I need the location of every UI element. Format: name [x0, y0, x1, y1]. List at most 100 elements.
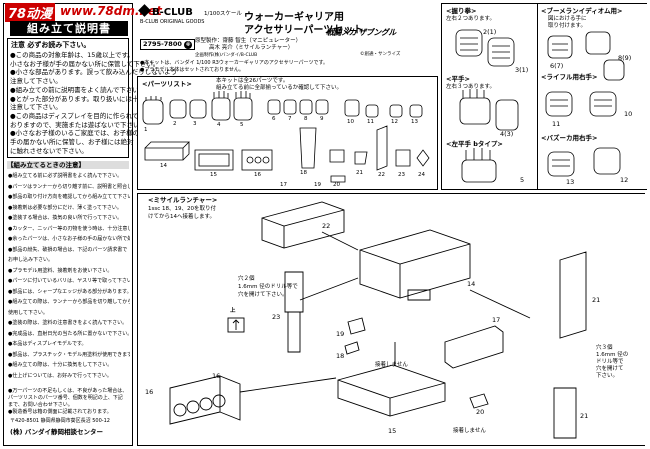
part-number: 24 [418, 172, 425, 178]
flat-sub: 左右３つあります。 [446, 84, 495, 90]
copyright: ©創通・サンライズ [360, 52, 401, 57]
part-number: 15 [210, 172, 217, 178]
caution-line: 注意して下さい。 [10, 103, 62, 112]
part-number: 16 [254, 172, 261, 178]
code-badge: ※ [184, 41, 193, 49]
part-number: 4 [217, 122, 221, 128]
warning-line: ●部品は、プラスチック・モデル用塗料が使用できます。 [8, 351, 130, 358]
watermark-logo: 78动漫 [5, 3, 56, 22]
fist-heading: <握り拳> [446, 7, 477, 15]
missile-frame [137, 193, 645, 446]
series-logo: 戦闘メカ ザブングル [326, 28, 396, 37]
missile-part-21: 21 [592, 296, 601, 304]
warning-line: ●余ったパーツは、小さなお子様の手の届かない所で処分して下さい。 [8, 236, 130, 242]
part-number: 23 [398, 172, 405, 178]
rifle-label: 10 [624, 110, 633, 118]
part-number: 10 [347, 119, 354, 125]
missile-part-16b: 16 [145, 388, 154, 396]
warning-line: ●塗装の際は、塗料の注意書きをよく読んで下さい。 [8, 320, 128, 326]
brand-sub: B-CLUB ORIGINAL GOODS [140, 19, 205, 25]
missile-part-22: 22 [322, 222, 331, 230]
credits-3: 企画制作(株)バンダイ/B-CLUB [195, 53, 258, 58]
boomerang-label: 8(9) [618, 54, 632, 62]
caution-line: ●組み立ての前に説明書をよく読んで下さい。 [10, 85, 146, 94]
warning-line: ●部品の紛失、破損の場合は、下記のパーツ請求書で [8, 246, 128, 253]
part-number: 1 [144, 127, 148, 133]
caution-list: ●この商品の対象年齢は、15歳以上です。小さなお子様が手の届かない所に保管して下… [10, 51, 178, 155]
warning-line: ●仕上げについては、お好みで行って下さい。 [8, 372, 112, 379]
warning-line: ●接着剤は必要な部分にだけ、薄く塗って下さい。 [8, 204, 122, 211]
part-number: 6 [272, 116, 276, 122]
part-number: 14 [160, 163, 167, 169]
caution-line: ●とがった部分があります。取り扱いには十分 [10, 94, 146, 103]
boomerang-sub-2: 取り付けます。 [548, 23, 586, 29]
part-number: 9 [320, 116, 324, 122]
hole-note-1: 穴２個 [238, 276, 255, 282]
parts-list-note-1: 本キットは全26パーツです。 [216, 78, 289, 84]
fist-sub: 左右２つあります。 [446, 16, 495, 22]
part-number: 19 [314, 182, 321, 188]
fist-label: 3(1) [515, 66, 529, 74]
part-number: 18 [300, 170, 307, 176]
warning-list: ●組み立てる前に必ず説明書をよく読んで下さい。 ●パーツはランナーから切り離す前に… [8, 171, 130, 381]
brand-logo: B-CLUB [138, 4, 193, 18]
boomerang-label: 6(7) [550, 62, 564, 70]
warning-line: ●組み立てる前に必ず説明書をよく読んで下さい。 [8, 173, 123, 179]
warning-line: ●本品はディスプレイモデルです。 [8, 341, 87, 347]
part-number: 22 [378, 172, 385, 178]
warning-line: お申し込み下さい。 [8, 257, 54, 263]
warning-heading: 【組み立てるときの注意】 [7, 161, 129, 169]
open-hand-heading: <左平手 bタイプ> [446, 140, 503, 148]
no-glue-label-1: 接着しません [375, 362, 408, 368]
part-number: 2 [173, 121, 177, 127]
parts-list-heading: <パーツリスト> [142, 80, 192, 88]
address-postal: 〒420-8501 静岡県静岡市葵区長沼 500-12 [10, 418, 110, 424]
bclub-emblem-icon [138, 4, 151, 17]
missile-part-23: 23 [272, 313, 281, 321]
bazooka-heading: <バズーカ用右手> [541, 134, 598, 142]
caution-line: ●小さな部品があります。誤って飲み込んだりしないよう [10, 68, 178, 77]
rifle-heading: <ライフル用右手> [541, 73, 598, 81]
part-number: 11 [367, 119, 374, 125]
missile-part-20: 20 [476, 408, 485, 416]
part-number: 21 [356, 170, 363, 176]
missile-part-21b: 21 [580, 412, 589, 420]
up-label: 上 [230, 308, 236, 314]
product-title-2: アクセサリーパーツセット [244, 25, 364, 36]
note-2: ●プラモデル本体はセットされておりません。 [140, 67, 244, 73]
caution-line: ●この商品はディスプレイを目的に作られて [10, 111, 139, 120]
bazooka-label: 13 [566, 178, 575, 186]
warning-line: ●組み立ての際は、十分に換気をして下さい。 [8, 362, 113, 368]
boomerang-sub-1: 図における手に [548, 16, 587, 22]
hole-note-r1: 穴３個 [596, 345, 613, 351]
warning-line: ●部品には、シャープなエッジがある部分があります。 [8, 288, 130, 295]
scale-label: 1/100スケール [204, 11, 242, 17]
watermark-url: www.78dm.net [60, 4, 162, 18]
part-number: 8 [304, 116, 308, 122]
address-company: (株) バンダイ静岡相談センター [10, 428, 104, 436]
parts-list-note-2: 組み立てる前に全部揃っているか確認して下さい。 [216, 85, 343, 91]
warning-line: ●パーツはランナーから切り離す前に、説明書と照合して下さい。 [8, 183, 130, 190]
hands-frame [441, 3, 647, 190]
note-1: ●本キットは、バンダイ 1/100 R3ウォーカーギャリアのアクセサリーパーツで… [140, 60, 328, 66]
hole-note-r5: 下さい。 [596, 373, 619, 379]
part-number: 17 [280, 182, 287, 188]
parts-request: ●万一パーツの不足もしくは、不良があった場合は、パーツリストのパーツ番号、個数を… [8, 388, 130, 416]
caution-heading: 注意 必ずお読み下さい。 [11, 41, 91, 49]
missile-part-17: 17 [492, 316, 501, 324]
part-number: 3 [193, 121, 197, 127]
part-number: 13 [411, 119, 418, 125]
open-label: 5 [520, 176, 525, 184]
caution-box [7, 38, 129, 158]
caution-line: 小さなお子様が手の届かない所に保管して下さい。 [10, 59, 160, 68]
missile-desc-2: けてから14へ接着します。 [148, 214, 215, 220]
missile-part-15: 15 [388, 427, 397, 435]
hole-note-2: 1.6mm 径のドリル等で [238, 284, 298, 290]
caution-line: ●この商品の対象年齢は、15歳以上です。 [10, 51, 134, 59]
no-glue-label-2: 接着しません [453, 428, 486, 434]
caution-line: ●小さなお子様のいるご家庭では、お子様の [10, 129, 140, 138]
part-number: 5 [240, 122, 244, 128]
missile-part-19: 19 [336, 330, 345, 338]
caution-line: 手の届かない所に保管し、お子様には絶対 [10, 138, 134, 147]
part-number: 12 [391, 119, 398, 125]
